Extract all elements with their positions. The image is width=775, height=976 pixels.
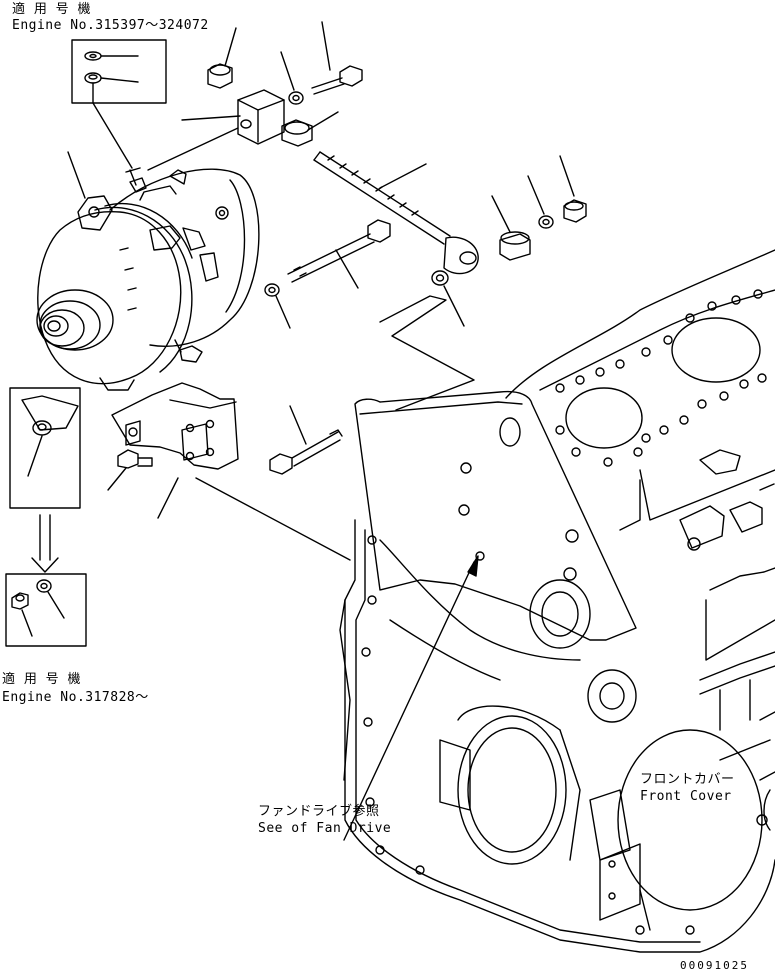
- collar: [492, 196, 530, 260]
- leader-zigzag: [380, 296, 474, 410]
- applicable-engine-note-top-jp: 適 用 号 機: [12, 2, 91, 17]
- leader-block-to-alternator: [148, 128, 238, 170]
- down-arrow: [32, 515, 58, 572]
- fan-drive-arrow: [344, 556, 478, 840]
- leader-bracket-to-engine: [196, 478, 350, 560]
- washer-top: [281, 52, 303, 104]
- block-spacer: [182, 90, 284, 144]
- inset-box-bottom: [6, 574, 86, 646]
- leader-alternator: [68, 152, 85, 198]
- front-cover-label-jp: フロントカバー: [640, 772, 735, 787]
- fan-drive-callout-jp: ファンドライブ参照: [258, 804, 380, 819]
- fan-drive-callout-en: See of Fan Drive: [258, 821, 392, 836]
- leader-bolt-small: [108, 468, 126, 490]
- washer-rod-end: [432, 271, 464, 326]
- bolt-top: [312, 22, 362, 94]
- adjusting-rod: [314, 152, 478, 274]
- bushing: [282, 112, 338, 146]
- washer-right: [528, 176, 553, 228]
- long-bolt: [288, 220, 390, 288]
- engine-block: [506, 250, 775, 780]
- alternator-bracket: [112, 383, 238, 469]
- bolt-middle: [270, 406, 342, 474]
- drawing-number: 00091025: [680, 959, 749, 972]
- mounting-plate: [355, 392, 636, 640]
- inset-box-middle: [10, 388, 80, 508]
- applicable-engine-note-top-en: Engine No.315397～324072: [12, 18, 209, 33]
- leader-bracket: [158, 478, 178, 518]
- applicable-engine-note-bottom-jp: 適 用 号 機: [2, 672, 81, 687]
- bolt-small: [118, 450, 152, 468]
- inset-box-top: [72, 40, 166, 168]
- alternator: [37, 168, 259, 390]
- nut-top: [208, 28, 236, 88]
- washer-left: [265, 284, 290, 328]
- nut-right: [560, 156, 586, 222]
- front-cover-label-en: Front Cover: [640, 789, 732, 804]
- applicable-engine-note-bottom-en: Engine No.317828～: [2, 690, 149, 705]
- front-cover: [340, 520, 775, 952]
